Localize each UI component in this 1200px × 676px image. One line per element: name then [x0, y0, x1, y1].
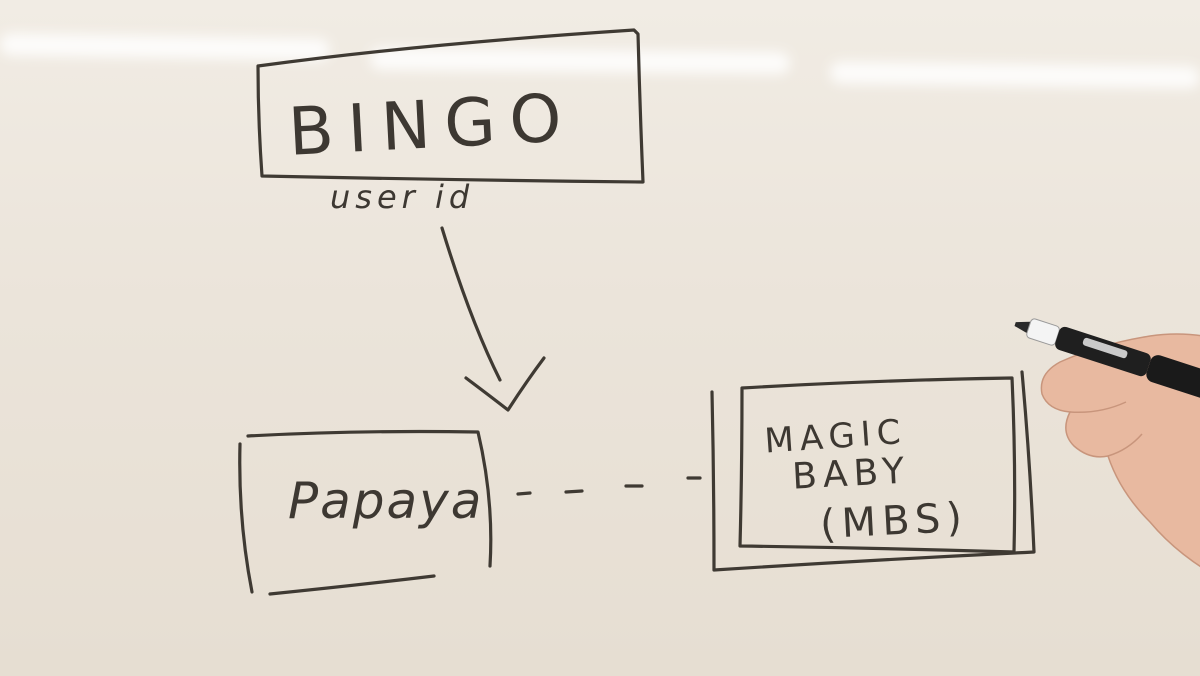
hand-icon — [1040, 333, 1200, 568]
papaya-box: Papaya — [238, 429, 493, 596]
bingo-label: BINGO — [286, 79, 577, 171]
bingo-box: BINGO — [256, 28, 645, 184]
edge-label-user-id: user id — [330, 178, 474, 216]
magic-baby-line-3: (MBS) — [819, 494, 969, 548]
dashed-connector — [516, 476, 702, 496]
magic-baby-line-1: MAGIC — [763, 412, 908, 462]
arrow-bingo-to-papaya — [440, 226, 546, 412]
magic-baby-box: MAGIC BABY (MBS) — [710, 370, 1036, 572]
magic-baby-line-2: BABY — [791, 450, 911, 497]
papaya-label: Papaya — [288, 472, 483, 530]
